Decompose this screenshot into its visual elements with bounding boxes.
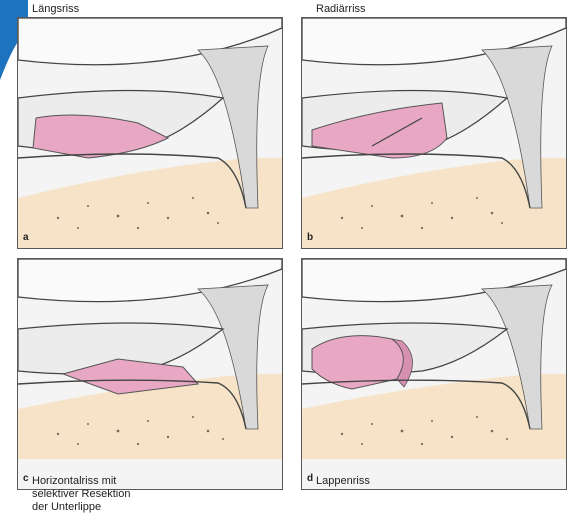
panel-d-lappenriss: d — [301, 258, 567, 490]
panel-letter: b — [307, 232, 313, 243]
panel-letter: a — [23, 232, 29, 243]
title-radiarriss: Radiärriss — [316, 3, 366, 16]
panel-letter: c — [23, 473, 29, 484]
panel-c-horizontalriss: c — [17, 258, 283, 490]
panel-a-langsriss: a — [17, 17, 283, 249]
caption-horizontalriss: Horizontalriss mit selektiver Resektion … — [32, 475, 130, 514]
caption-line: Horizontalriss mit — [32, 475, 130, 488]
caption-lappenriss: Lappenriss — [316, 475, 370, 488]
caption-line: der Unterlippe — [32, 501, 130, 514]
title-langsriss: Längsriss — [32, 3, 79, 16]
panel-letter: d — [307, 473, 313, 484]
panel-b-radiarriss: b — [301, 17, 567, 249]
caption-line: selektiver Resektion — [32, 488, 130, 501]
